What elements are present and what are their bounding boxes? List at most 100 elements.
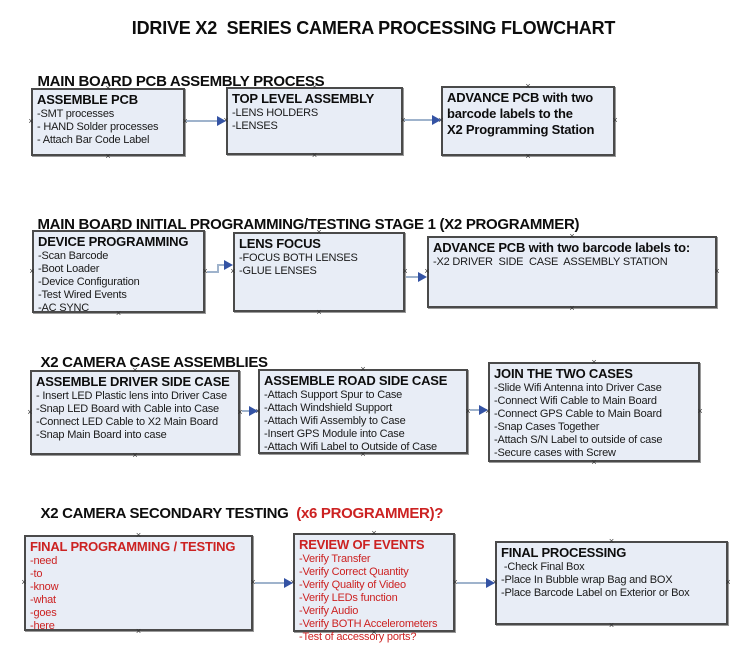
box-title: FINAL PROCESSING [501,545,627,560]
box-item: -GLUE LENSES [239,265,317,277]
box-item: -Connect Wifi Cable to Main Board [494,395,657,407]
section-heading-text: X2 CAMERA CASE ASSEMBLIES [40,354,268,371]
connection-point-icon [104,152,112,160]
arrow-head-icon [432,115,441,125]
box-item: -Slide Wifi Antenna into Driver Case [494,382,662,394]
box-items: -SMT processes- HAND Solder processes- A… [33,108,183,147]
box-title: FINAL PROGRAMMING / TESTING [30,539,236,554]
flow-box-device-programming: DEVICE PROGRAMMING -Scan Barcode-Boot Lo… [32,230,205,315]
box-item: -Snap LED Board with Cable into Case [36,403,219,415]
arrow-head-icon [217,116,226,126]
arrow-line [242,410,250,412]
box-item: -Place Barcode Label on Exterior or Box [501,587,690,599]
arrow-head-icon [486,578,495,588]
box-item: -Device Configuration [38,276,140,288]
arrow-line [207,271,219,273]
box-items: -Slide Wifi Antenna into Driver Case-Con… [490,382,698,460]
connector-elbow-arrow [207,258,233,276]
box-item: -Connect GPS Cable to Main Board [494,408,662,420]
flow-box-assemble-driver-side-case: ASSEMBLE DRIVER SIDE CASE - Insert LED P… [30,370,240,455]
page-title: IDRIVE X2 SERIES CAMERA PROCESSING FLOWC… [131,18,616,38]
arrow-line [457,582,487,584]
connector-arrow [406,272,427,282]
box-title: ASSEMBLE PCB [37,92,138,107]
box-title: JOIN THE TWO CASES [494,366,633,381]
box-title: ADVANCE PCB with two barcode labels to t… [447,90,595,137]
box-item: -Verify Transfer [299,553,371,565]
box-item: -Attach Wifi Assembly to Case [264,415,406,427]
box-item: - Attach Bar Code Label [37,134,150,146]
connector-arrow [186,116,226,126]
arrow-line [217,264,219,273]
arrow-head-icon [224,260,233,270]
connector-arrow [404,115,441,125]
box-item: -Test of accessory ports? [299,631,417,643]
box-item: -Check Final Box [501,561,585,573]
arrow-line [470,409,480,411]
box-items: -Attach Support Spur to Case-Attach Wind… [260,389,466,454]
arrow-line [217,264,225,266]
box-item: -Boot Loader [38,263,100,275]
box-item: -X2 DRIVER SIDE CASE ASSEMBLY STATION [433,256,668,268]
box-item: -Attach S/N Label to outside of case [494,434,663,446]
section-heading-case-assemblies: X2 CAMERA CASE ASSEMBLIES [25,337,268,388]
box-item: -Verify Audio [299,605,359,617]
arrow-head-icon [418,272,427,282]
box-item: -Snap Cases Together [494,421,600,433]
box-item: -LENS HOLDERS [232,107,319,119]
box-items: -Scan Barcode-Boot Loader-Device Configu… [34,250,203,315]
box-item: - Insert LED Plastic lens into Driver Ca… [36,390,227,402]
box-item: -Snap Main Board into case [36,429,167,441]
box-items: -Verify Transfer-Verify Correct Quantity… [295,553,453,644]
box-item: - HAND Solder processes [37,121,159,133]
connector-arrow [470,405,488,415]
box-title: LENS FOCUS [239,236,321,251]
box-item: -to [30,568,43,580]
section-heading-text: MAIN BOARD PCB ASSEMBLY PROCESS [37,73,325,90]
connection-point-icon [608,621,616,629]
box-item: -LENSES [232,120,278,132]
flow-box-lens-focus: LENS FOCUS -FOCUS BOTH LENSES-GLUE LENSE… [233,232,405,312]
section-heading-text: X2 CAMERA SECONDARY TESTING [40,505,297,522]
connector-arrow [242,406,258,416]
section-heading-initial-programming: MAIN BOARD INITIAL PROGRAMMING/TESTING S… [22,199,579,250]
box-item: -Verify BOTH Accelerometers [299,618,438,630]
box-item: -Verify LEDs function [299,592,398,604]
section-heading-pcb-assembly: MAIN BOARD PCB ASSEMBLY PROCESS [22,56,324,107]
connection-point-icon [315,308,323,316]
box-item: -Place In Bubble wrap Bag and BOX [501,574,673,586]
box-items: -FOCUS BOTH LENSES-GLUE LENSES [235,252,403,278]
flow-box-final-processing: FINAL PROCESSING -Check Final Box-Place … [495,541,728,625]
box-item: -what [30,594,56,606]
arrow-line [186,120,218,122]
box-title: REVIEW OF EVENTS [299,537,425,552]
box-item: -AC SYNC [38,302,89,314]
box-title: ASSEMBLE DRIVER SIDE CASE [36,374,230,389]
connection-point-icon [311,151,319,159]
box-item: -FOCUS BOTH LENSES [239,252,358,264]
section-heading-text: MAIN BOARD INITIAL PROGRAMMING/TESTING S… [37,216,580,233]
connection-point-icon [131,451,139,459]
box-item: -Attach Windshield Support [264,402,393,414]
connection-point-icon [524,152,532,160]
section-heading-secondary-testing: X2 CAMERA SECONDARY TESTING (x6 PROGRAMM… [25,488,443,539]
box-title: ASSEMBLE ROAD SIDE CASE [264,373,448,388]
flow-box-final-programming-testing: FINAL PROGRAMMING / TESTING -need-to-kno… [24,535,253,633]
box-items: -need-to-know-what-goes-here [26,555,251,633]
arrow-line [404,119,433,121]
flow-box-assemble-pcb: ASSEMBLE PCB -SMT processes- HAND Solder… [31,88,185,156]
arrow-head-icon [479,405,488,415]
box-item: -Verify Correct Quantity [299,566,409,578]
flow-box-top-level-assembly: TOP LEVEL ASSEMBLY -LENS HOLDERS-LENSES [226,87,403,155]
box-item: -SMT processes [37,108,115,120]
box-title: TOP LEVEL ASSEMBLY [232,91,375,106]
flow-box-assemble-road-side-case: ASSEMBLE ROAD SIDE CASE -Attach Support … [258,369,468,454]
box-item: -need [30,555,58,567]
box-items: -Check Final Box-Place In Bubble wrap Ba… [497,561,726,600]
arrow-head-icon [284,578,293,588]
box-item: -here [30,620,55,632]
arrow-line [406,276,419,278]
box-item: -Insert GPS Module into Case [264,428,405,440]
flow-box-join-the-two-cases: JOIN THE TWO CASES -Slide Wifi Antenna i… [488,362,700,462]
